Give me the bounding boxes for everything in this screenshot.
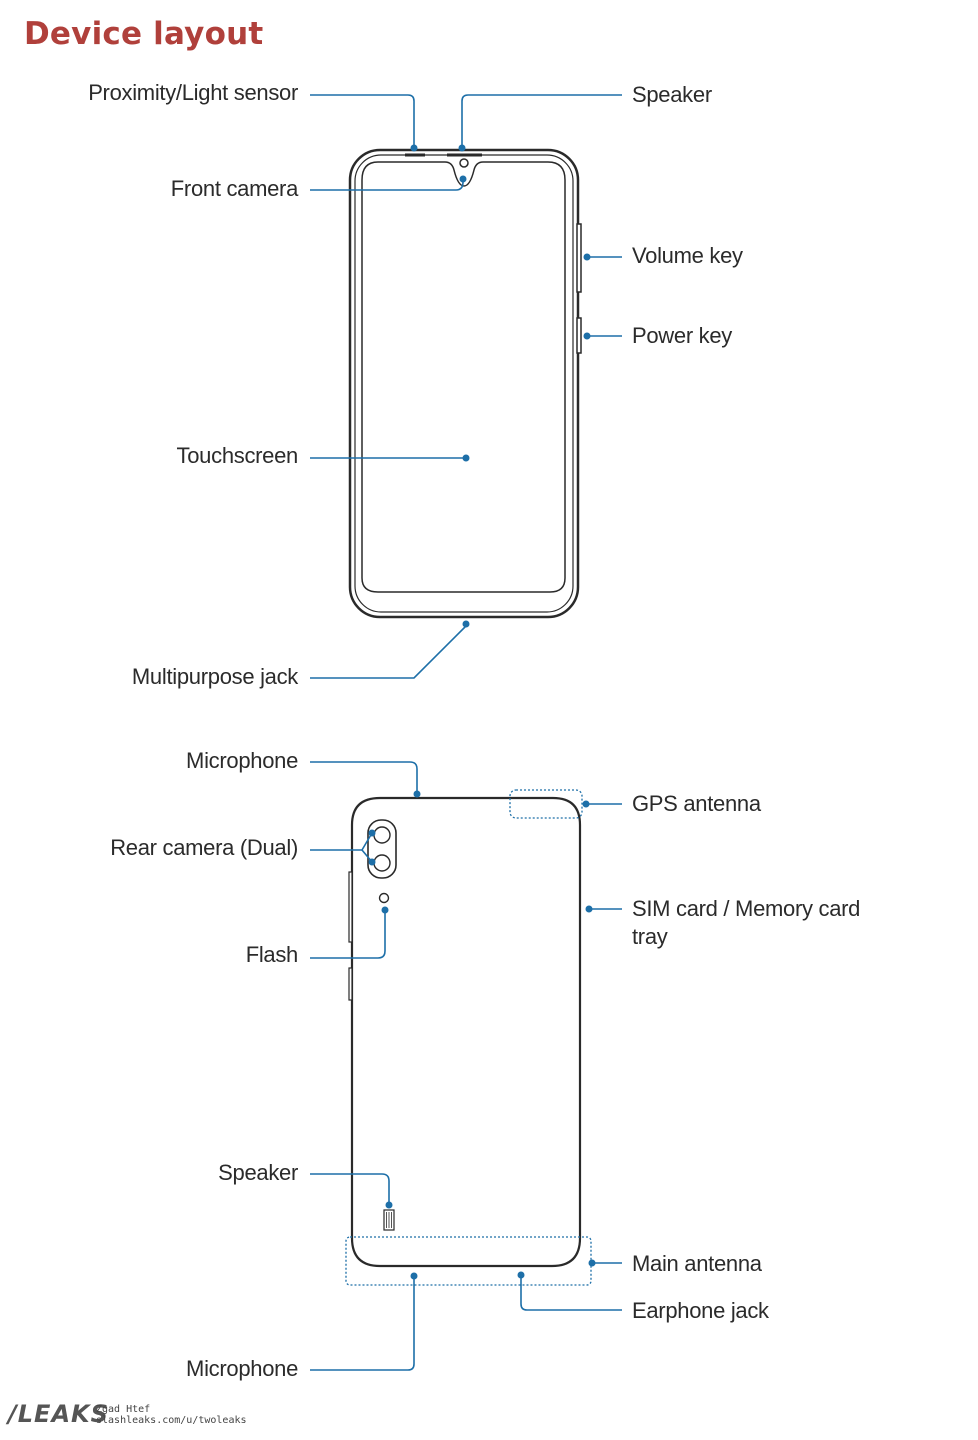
front-phone-outline — [348, 148, 580, 619]
label-gps-antenna: GPS antenna — [632, 791, 761, 816]
watermark-text: Zgad Htef slashleaks.com/u/twoleaks — [96, 1404, 247, 1426]
main-antenna-region — [345, 1236, 592, 1286]
rear-camera-lens-1 — [373, 826, 391, 844]
rear-camera-lens-2 — [373, 854, 391, 872]
label-front-camera: Front camera — [170, 176, 299, 201]
label-earphone-jack: Earphone jack — [632, 1298, 769, 1323]
watermark-line1: Zgad Htef — [96, 1404, 151, 1415]
watermark-logo: /LEAKS — [8, 1400, 109, 1428]
label-flash: Flash — [245, 942, 299, 967]
rear-camera-module — [367, 819, 397, 879]
watermark-line2: slashleaks.com/u/twoleaks — [96, 1415, 247, 1426]
rear-phone-outline — [350, 796, 582, 1268]
label-multipurpose-jack: Multipurpose jack — [131, 664, 298, 689]
label-front-speaker: Speaker — [632, 82, 712, 107]
power-key-shape — [576, 317, 582, 354]
label-rear-microphone-bottom: Microphone — [186, 1356, 298, 1381]
rear-callouts — [310, 761, 622, 1371]
label-power-key: Power key — [632, 323, 733, 348]
front-callouts — [310, 94, 622, 679]
label-sim-tray-line2: tray — [632, 924, 668, 949]
front-callout-dots — [410, 144, 591, 628]
front-camera-lens — [459, 158, 469, 168]
label-rear-speaker: Speaker — [218, 1160, 298, 1185]
label-rear-camera: Rear camera (Dual) — [110, 835, 298, 860]
rear-side-key-2 — [348, 967, 353, 1001]
label-main-antenna: Main antenna — [632, 1251, 762, 1276]
rear-flash — [378, 892, 390, 904]
label-rear-microphone-top: Microphone — [186, 748, 298, 773]
gps-antenna-region — [509, 789, 583, 819]
watermark: /LEAKS Zgad Htef slashleaks.com/u/twolea… — [8, 1400, 247, 1428]
label-proximity-sensor: Proximity/Light sensor — [88, 80, 298, 105]
page-title: Device layout — [24, 16, 264, 52]
rear-callout-dots — [368, 790, 596, 1280]
rear-side-key-1 — [348, 871, 353, 943]
label-sim-tray-line1: SIM card / Memory card — [632, 896, 861, 921]
volume-key-shape — [576, 223, 582, 293]
label-touchscreen: Touchscreen — [176, 443, 299, 468]
label-volume-key: Volume key — [632, 243, 743, 268]
